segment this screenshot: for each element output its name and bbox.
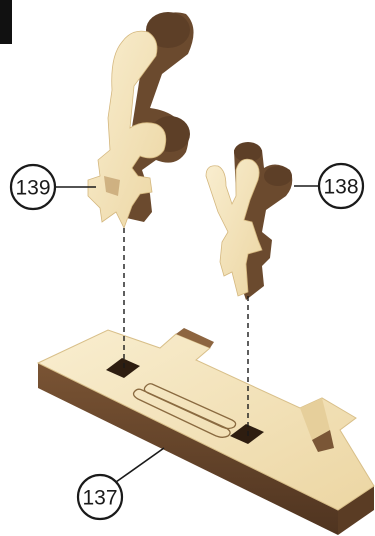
corner-mark xyxy=(0,0,12,44)
arm-part xyxy=(88,12,194,228)
callout-137-label: 137 xyxy=(82,487,117,510)
callout-139-label: 139 xyxy=(15,177,50,200)
callout-139: 139 xyxy=(11,165,96,209)
callout-138: 138 xyxy=(294,164,363,208)
callout-138-label: 138 xyxy=(323,176,358,199)
fork-part xyxy=(206,142,292,300)
fork-right-cap xyxy=(264,166,292,186)
callout-137: 137 xyxy=(78,448,164,519)
